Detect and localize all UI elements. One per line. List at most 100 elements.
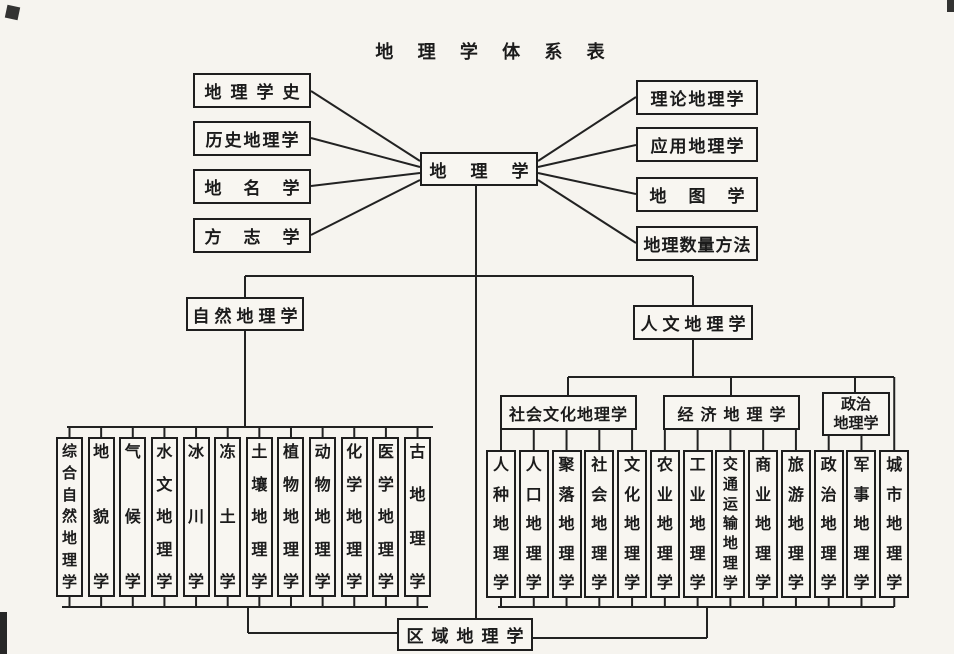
subject-column-char: 理 <box>61 551 77 570</box>
subject-column-char: 物 <box>314 474 331 494</box>
subject-column-char: 学 <box>492 573 509 592</box>
subject-column-char: 貌 <box>93 507 110 526</box>
subject-column: 水文地理学 <box>150 437 178 597</box>
subject-column: 文化地理学 <box>617 450 648 598</box>
subject-column: 城市地理学 <box>879 450 910 598</box>
subject-column-char: 学 <box>346 474 363 494</box>
node-label: 地理数量方法 <box>643 236 752 256</box>
subject-column-char: 理 <box>251 539 268 559</box>
subject-column-char: 通 <box>722 474 738 493</box>
subject-column-char: 理 <box>689 543 706 563</box>
subject-column-char: 地 <box>689 514 706 533</box>
node-economic-geography: 经济地理学 <box>663 395 800 430</box>
subject-column-char: 学 <box>219 572 236 591</box>
subject-column: 植物地理学 <box>277 437 305 597</box>
subject-column-char: 理 <box>624 543 641 563</box>
subject-column-char: 城 <box>886 455 903 474</box>
subject-column-char: 地 <box>558 514 575 533</box>
subject-column-char: 地 <box>853 514 870 533</box>
subject-column-char: 地 <box>591 514 608 533</box>
subject-column-char: 化 <box>346 442 363 461</box>
subject-column-char: 地 <box>787 514 804 533</box>
subject-column-char: 理 <box>156 539 173 559</box>
subject-column-char: 学 <box>124 572 141 591</box>
subject-column-char: 学 <box>525 573 542 592</box>
node-regional-geography: 区域地理学 <box>397 618 533 651</box>
subject-column-char: 地 <box>624 514 641 533</box>
subject-column-char: 学 <box>409 571 426 591</box>
subject-column-char: 学 <box>314 572 331 591</box>
subject-column-char: 会 <box>591 484 608 504</box>
subject-column-char: 学 <box>282 572 299 591</box>
node-label-line1: 政治 <box>840 395 871 414</box>
node-historical-branch: 地理学史 <box>193 73 311 108</box>
subject-column: 土壤地理学 <box>245 437 273 597</box>
node-label: 地理学 <box>429 161 553 182</box>
subject-column: 冰川学 <box>182 437 210 597</box>
subject-column-char: 学 <box>188 572 205 591</box>
subject-column-char: 学 <box>886 573 903 592</box>
node-theoretical-branch: 理论地理学 <box>636 80 758 115</box>
subject-column-char: 地 <box>492 514 509 533</box>
subject-column: 旅游地理学 <box>780 450 811 598</box>
node-label: 地名学 <box>204 179 322 199</box>
subject-column-char: 理 <box>409 528 426 548</box>
subject-column-char: 工 <box>689 455 706 474</box>
subject-column-char: 市 <box>886 484 903 504</box>
node-political-geography: 政治 地理学 <box>822 392 890 436</box>
node-label: 自然地理学 <box>192 306 303 327</box>
subject-column-char: 学 <box>251 572 268 591</box>
node-historical-branch: 地名学 <box>193 169 311 204</box>
subject-column-char: 地 <box>722 534 738 553</box>
subject-column-char: 业 <box>656 484 673 504</box>
subject-column-char: 学 <box>722 573 738 592</box>
subject-column-char: 合 <box>61 463 77 482</box>
subject-column-char: 治 <box>820 484 837 504</box>
subject-column-char: 人 <box>492 455 509 474</box>
subject-column-char: 古 <box>409 442 426 461</box>
subject-column-char: 动 <box>314 442 331 461</box>
subject-column: 交通运输地理学 <box>715 450 746 598</box>
subject-column-char: 地 <box>755 514 772 533</box>
diagram-title: 地 理 学 体 系 表 <box>330 38 650 64</box>
subject-column: 社会地理学 <box>584 450 615 598</box>
subject-column-char: 理 <box>886 543 903 563</box>
node-label: 方志学 <box>204 228 322 248</box>
subject-column: 工业地理学 <box>682 450 713 598</box>
subject-column-char: 综 <box>61 442 77 460</box>
subject-column-char: 理 <box>558 543 575 563</box>
subject-column-char: 学 <box>377 572 394 591</box>
node-label: 经济地理学 <box>677 404 793 424</box>
subject-column-char: 理 <box>853 543 870 563</box>
subject-column-char: 学 <box>755 573 772 592</box>
scan-artifact <box>4 4 21 21</box>
subject-column-char: 川 <box>188 507 205 526</box>
subject-column-char: 水 <box>156 442 173 461</box>
subject-column-char: 学 <box>656 573 673 592</box>
subject-column-char: 地 <box>409 485 426 505</box>
subject-column-char: 运 <box>722 494 738 513</box>
subject-column-char: 种 <box>492 484 509 504</box>
subject-column-char: 学 <box>624 573 641 592</box>
node-label: 地图学 <box>649 187 767 207</box>
node-label: 区域地理学 <box>406 627 532 647</box>
subject-column: 气候学 <box>119 437 147 597</box>
subject-column-char: 旅 <box>787 455 804 474</box>
subject-column-char: 学 <box>591 573 608 592</box>
subject-column-char: 地 <box>314 507 331 526</box>
subject-column: 农业地理学 <box>649 450 680 598</box>
subject-column-char: 然 <box>61 507 77 526</box>
subject-column: 动物地理学 <box>309 437 337 597</box>
subject-column-char: 地 <box>656 514 673 533</box>
scan-artifact <box>0 612 7 654</box>
subject-column-char: 学 <box>820 573 837 592</box>
subject-column-char: 气 <box>124 442 141 461</box>
subject-column-char: 理 <box>591 543 608 563</box>
subject-column-char: 冰 <box>188 442 205 461</box>
subject-column: 聚落地理学 <box>551 450 582 598</box>
subject-column-char: 学 <box>689 573 706 592</box>
subject-column-char: 交 <box>722 455 738 473</box>
subject-column-char: 候 <box>124 507 141 526</box>
